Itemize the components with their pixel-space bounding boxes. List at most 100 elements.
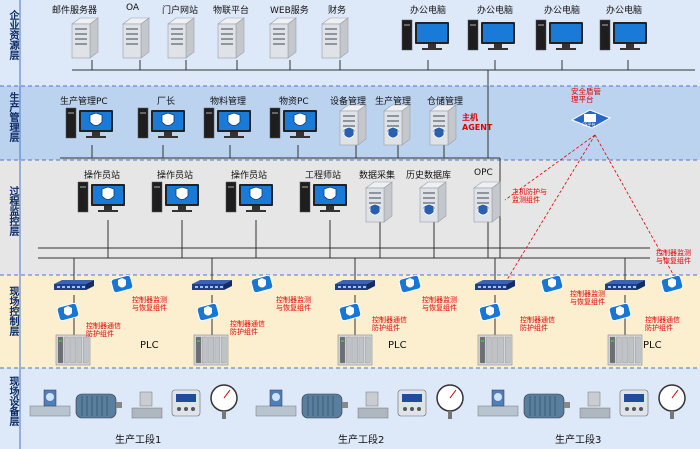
plc-0 (55, 334, 91, 366)
label-equipment-mgmt: 设备管理 (330, 97, 367, 107)
label-plc-1: PLC (140, 340, 159, 351)
label-controller-comm-2: 控制器通信 防护组件 (230, 320, 265, 336)
label-controller-monitor-3: 控制器监测 与恢复组件 (422, 296, 457, 312)
label-web-service: WEB服务 (270, 6, 309, 16)
label-production-mgmt: 生产管理 (375, 97, 412, 107)
layer-label-production: 生产管理层 (7, 92, 18, 142)
monitor-badge-2 (398, 274, 422, 294)
comm-badge-0 (56, 302, 80, 322)
label-host-agent: 主机 AGENT (462, 113, 493, 132)
enterprise-server-1 (122, 17, 150, 59)
production-pc-1 (137, 107, 185, 139)
production-server-2 (429, 104, 457, 146)
field-switch-2 (335, 280, 375, 290)
enterprise-pc-3 (599, 19, 647, 51)
label-history-db: 历史数据库 (406, 171, 452, 181)
flowmeter-s3 (477, 389, 519, 417)
process-layer-band (0, 160, 700, 275)
layer-label-process: 过程监控层 (7, 186, 18, 236)
label-mail-server: 邮件服务器 (52, 6, 98, 16)
label-controller-monitor-4: 控制器监测 与恢复组件 (570, 290, 605, 306)
process-server-0 (365, 181, 393, 223)
production-pc-2 (203, 107, 251, 139)
label-factory-manager: 厂长 (157, 97, 176, 107)
motor-s3 (523, 393, 570, 419)
label-controller-monitor-5: 控制器监测 与恢复组件 (656, 249, 691, 265)
plc-4 (607, 334, 643, 366)
enterprise-server-2 (167, 17, 195, 59)
label-production-pc: 生产管理PC (60, 97, 108, 107)
label-host-protection: 主机防护与 监测组件 (512, 188, 547, 204)
label-controller-comm-1: 控制器通信 防护组件 (86, 322, 121, 338)
production-pc-0 (65, 107, 113, 139)
security-platform-icon: CS平台 (570, 109, 612, 129)
flowmeter-s2 (255, 389, 297, 417)
label-plc-3: PLC (643, 340, 662, 351)
label-office-pc-1: 办公电脑 (410, 6, 447, 16)
label-engineer-station: 工程师站 (305, 171, 342, 181)
transmitter-s2 (357, 391, 389, 419)
production-server-1 (383, 104, 411, 146)
label-finance: 财务 (328, 6, 347, 16)
layer-label-field-device: 现场设备层 (7, 376, 18, 426)
process-server-2 (473, 181, 501, 223)
label-material-mgmt: 物料管理 (210, 97, 247, 107)
enterprise-pc-2 (535, 19, 583, 51)
label-opc: OPC (474, 168, 493, 178)
label-section-3: 生产工段3 (555, 435, 602, 446)
process-station-2 (225, 181, 273, 213)
field-switch-0 (54, 280, 94, 290)
label-controller-monitor-1: 控制器监测 与恢复组件 (132, 296, 167, 312)
cloud-label: CS平台 (582, 121, 595, 127)
monitor-badge-3 (540, 274, 564, 294)
enterprise-layer-band (0, 0, 700, 86)
label-controller-comm-5: 控制器通信 防护组件 (645, 316, 680, 332)
monitor-badge-1 (250, 274, 274, 294)
field-controller-s2 (397, 389, 427, 417)
comm-badge-3 (478, 302, 502, 322)
transmitter-s1 (131, 391, 163, 419)
field-controller-s1 (171, 389, 201, 417)
layer-label-field-control: 现场控制层 (7, 286, 18, 336)
label-operator-station-1: 操作员站 (84, 171, 121, 181)
plc-3 (477, 334, 513, 366)
pressure-gauge-s1 (210, 384, 238, 419)
label-office-pc-4: 办公电脑 (606, 6, 643, 16)
process-station-0 (77, 181, 125, 213)
monitor-badge-4 (660, 274, 684, 294)
comm-badge-4 (608, 302, 632, 322)
label-plc-2: PLC (388, 340, 407, 351)
field-switch-1 (192, 280, 232, 290)
production-pc-3 (269, 107, 317, 139)
enterprise-server-5 (321, 17, 349, 59)
label-data-acquisition: 数据采集 (359, 171, 396, 181)
process-station-3 (299, 181, 347, 213)
monitor-badge-0 (110, 274, 134, 294)
comm-badge-2 (338, 302, 362, 322)
enterprise-pc-1 (467, 19, 515, 51)
label-portal: 门户网站 (162, 6, 199, 16)
plc-1 (193, 334, 229, 366)
label-storage-mgmt: 仓储管理 (427, 97, 464, 107)
label-office-pc-2: 办公电脑 (477, 6, 514, 16)
label-supplies-pc: 物资PC (279, 97, 309, 107)
pressure-gauge-s3 (658, 384, 686, 419)
label-controller-comm-4: 控制器通信 防护组件 (520, 316, 555, 332)
transmitter-s3 (579, 391, 611, 419)
label-operator-station-3: 操作员站 (231, 171, 268, 181)
process-server-1 (419, 181, 447, 223)
process-station-1 (151, 181, 199, 213)
comm-badge-1 (196, 302, 220, 322)
label-security-platform: 安全盾管 理平台 (571, 87, 601, 104)
production-server-0 (339, 104, 367, 146)
label-controller-monitor-2: 控制器监测 与恢复组件 (276, 296, 311, 312)
label-controller-comm-3: 控制器通信 防护组件 (372, 316, 407, 332)
plc-2 (337, 334, 373, 366)
label-office-pc-3: 办公电脑 (544, 6, 581, 16)
motor-s1 (75, 393, 122, 419)
layer-label-enterprise: 企业资源层 (7, 10, 18, 60)
motor-s2 (301, 393, 348, 419)
label-operator-station-2: 操作员站 (157, 171, 194, 181)
